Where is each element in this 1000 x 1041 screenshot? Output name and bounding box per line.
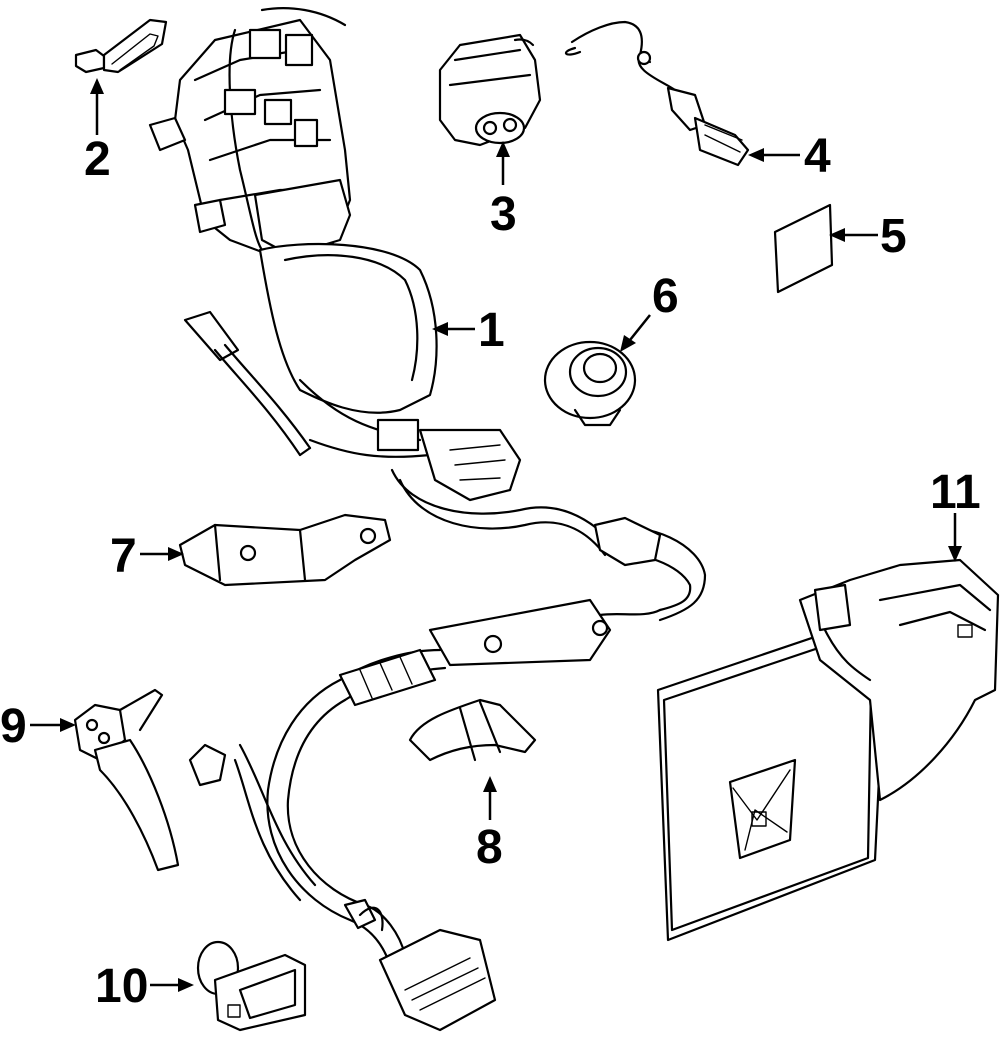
part-7-bracket — [178, 513, 392, 587]
callout-6: 6 — [652, 270, 679, 323]
part-3-switch — [438, 33, 542, 147]
callout-10: 10 — [95, 960, 148, 1013]
callout-11: 11 — [930, 466, 981, 519]
part-10-connector — [196, 940, 307, 1032]
part-9-holder — [73, 688, 180, 872]
callout-3: 3 — [490, 188, 517, 241]
callout-4: 4 — [804, 130, 831, 183]
callout-7: 7 — [110, 530, 137, 583]
part-4-sensor — [564, 20, 750, 167]
part-6-grommet — [543, 340, 637, 427]
part-11-console — [656, 558, 1000, 942]
callout-9: 9 — [0, 700, 27, 753]
callout-5: 5 — [880, 210, 907, 263]
wiring-harness — [188, 516, 707, 1032]
part-2-clip — [74, 18, 168, 74]
part-5-label — [773, 203, 834, 294]
callout-1: 1 — [478, 304, 505, 357]
callout-8: 8 — [476, 821, 503, 874]
callout-2: 2 — [84, 133, 111, 186]
part-8-cover — [408, 698, 537, 762]
callout-pointers — [30, 78, 962, 992]
part-1-shifter-assembly — [148, 7, 612, 557]
